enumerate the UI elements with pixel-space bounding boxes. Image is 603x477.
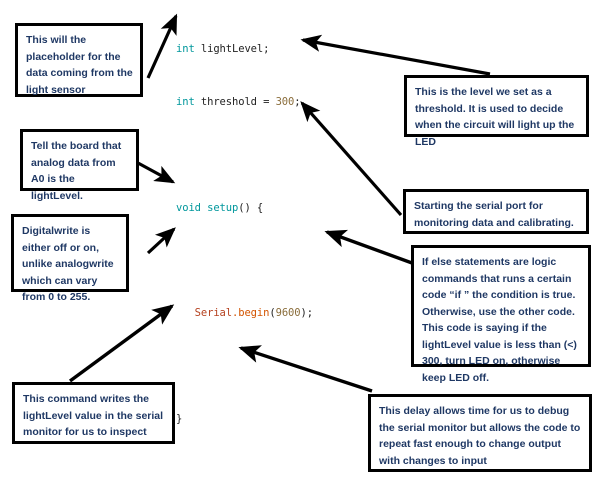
note-serial-begin: Starting the serial port for monitoring … bbox=[403, 189, 589, 234]
code-line-2: int threshold = 300; bbox=[176, 95, 301, 108]
note-digitalwrite: Digitalwrite is either off or on, unlike… bbox=[11, 214, 129, 303]
note-serial-write-text: This command writes the lightLevel value… bbox=[23, 393, 164, 438]
code-line-9 bbox=[176, 463, 391, 477]
code-line-7 bbox=[176, 358, 391, 376]
note-if-else-text: If else statements are logic commands th… bbox=[422, 256, 577, 384]
note-delay-text: This delay allows time for us to debug t… bbox=[379, 405, 581, 467]
arrow-to-lightlevel-decl bbox=[146, 13, 178, 79]
arrow-to-serial-print bbox=[68, 304, 175, 383]
note-serial-write: This command writes the lightLevel value… bbox=[12, 382, 175, 444]
note-analog-read-text: Tell the board that analog data from A0 … bbox=[31, 140, 122, 202]
code-line-5 bbox=[176, 252, 391, 270]
code-line-6: Serial.begin(9600); bbox=[194, 307, 313, 320]
note-threshold-text: This is the level we set as a threshold.… bbox=[415, 86, 575, 148]
note-placeholder: This will the placeholder for the data c… bbox=[15, 23, 143, 97]
code-line-4: void setup() { bbox=[176, 201, 264, 214]
note-if-else: If else statements are logic commands th… bbox=[411, 245, 591, 384]
note-delay: This delay allows time for us to debug t… bbox=[368, 394, 592, 472]
note-analog-read: Tell the board that analog data from A0 … bbox=[20, 129, 139, 202]
code-listing: int lightLevel; int threshold = 300; voi… bbox=[176, 6, 391, 477]
arrow-to-digitalwrite bbox=[146, 227, 176, 255]
note-digitalwrite-text: Digitalwrite is either off or on, unlike… bbox=[22, 225, 114, 303]
code-line-8: } bbox=[176, 412, 183, 425]
code-line-3 bbox=[176, 147, 391, 165]
arrow-to-analogread bbox=[137, 161, 176, 184]
note-threshold: This is the level we set as a threshold.… bbox=[404, 75, 589, 148]
note-placeholder-text: This will the placeholder for the data c… bbox=[26, 34, 133, 96]
note-serial-begin-text: Starting the serial port for monitoring … bbox=[414, 200, 574, 229]
code-line-1: int lightLevel; bbox=[176, 43, 270, 56]
